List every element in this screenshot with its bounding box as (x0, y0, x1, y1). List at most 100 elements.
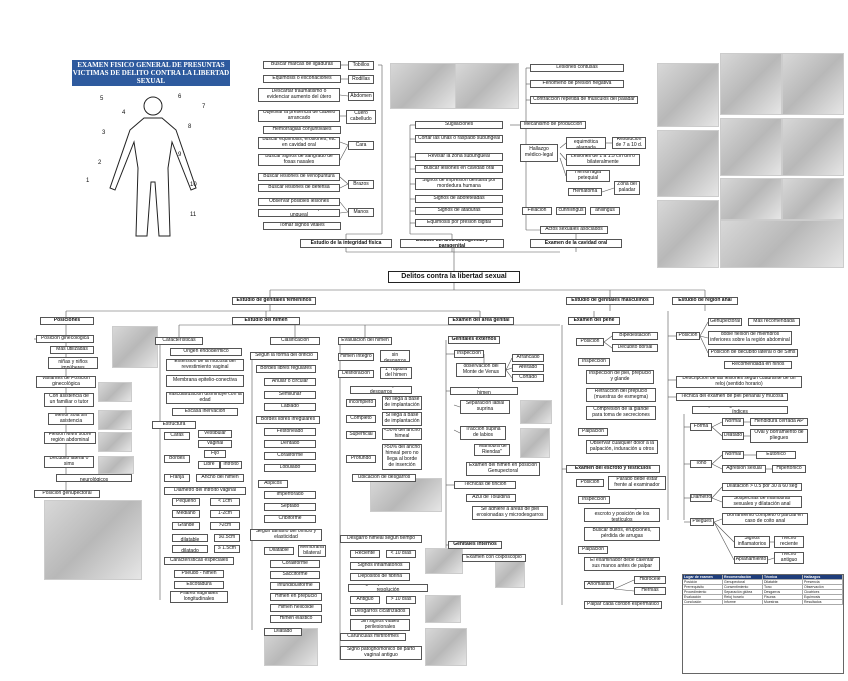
node-label: Tobillos (352, 61, 370, 68)
node-label: Posición de decúbito lateral o de Sims (710, 349, 796, 356)
body-number-label: 6 (178, 94, 182, 100)
diagram-node: Eutónico (756, 451, 796, 459)
diagram-node: Diámetro (690, 494, 712, 502)
photo-placeholder (98, 382, 132, 402)
node-label: Incompleto (348, 399, 374, 406)
node-label: Sin signos vitales perilesionales (360, 619, 400, 630)
table-cell: Separación glútea (723, 590, 763, 594)
diagram-node: Anomalías (584, 581, 614, 589)
table-cell: Conclusión (683, 600, 723, 604)
table-cell: Prerrequisito (683, 585, 723, 589)
node-label: Dilatación > 0.5 por 30 a 60 seg (726, 483, 798, 490)
node-label: Objetivar la presencia de cabello arranc… (262, 110, 336, 121)
diagram-node: Cortar las uñas o raspado subungeal (415, 135, 503, 143)
node-label: > 10 días (390, 596, 412, 603)
photo-placeholder (720, 118, 782, 176)
diagram-node: Franja (164, 474, 190, 482)
node-label: Se evidencia por desgarros (362, 386, 400, 394)
node-label: Dilatable (269, 547, 289, 554)
body-number-label: 8 (188, 124, 192, 130)
node-label: Himen elástico (279, 615, 313, 622)
node-label: Zona del paladar (617, 181, 637, 193)
node-label: Delitos contra la libertad sexual (401, 273, 507, 281)
node-label: Posiciones (53, 317, 81, 324)
diagram-node: Profundo (346, 455, 376, 463)
node-label: Con asistencia de un familiar o tutor (49, 393, 89, 405)
node-label: Genitales internos (453, 541, 497, 548)
diagram-node: Superficial (346, 431, 376, 439)
photo-placeholder (455, 63, 519, 109)
diagram-node: Retracción del prepucio (muestras de esm… (586, 388, 656, 402)
node-label: Sugilaciones (444, 121, 474, 128)
diagram-node: Posición genupectoral (34, 490, 100, 498)
diagram-node: Bipedestación (612, 332, 658, 340)
diagram-node: > 10 días (386, 596, 416, 604)
node-label: Genupectoral (709, 318, 741, 325)
node-label: Buscar lesiones de venopuntura (263, 173, 335, 180)
diagram-node: Contracción repetida de músculos del pal… (530, 96, 638, 104)
diagram-node: Libre (198, 461, 220, 469)
table-cell: Informe (723, 600, 763, 604)
node-label: Signos inflamatorios (737, 536, 767, 547)
diagram-node: Forma (690, 423, 712, 431)
node-label: Signos perilesionales en resolución (360, 584, 416, 592)
diagram-node: 1-2cm (210, 510, 240, 518)
diagram-node: anilingus (590, 207, 620, 215)
diagram-node: Festoneado (264, 428, 316, 436)
diagram-node: Ancho del himen (196, 474, 244, 482)
diagram-node: Pliegues (690, 518, 714, 526)
node-label: "Maniobra de Riendas" (477, 444, 507, 455)
diagram-node: Bordes libres regulares (256, 365, 316, 373)
node-label: Hallazgo médico-legal (524, 146, 554, 158)
diagram-node: infundibuliforme (270, 582, 320, 590)
node-label: Dentado (280, 440, 300, 447)
node-label: Ancho del himen (201, 474, 239, 481)
diagram-node: Equimosis por presión digital (415, 219, 503, 227)
diagram-node: Pilares vaginales longitudinales (170, 591, 228, 603)
diagram-node: Se evidencia por desgarros (350, 386, 412, 394)
diagram-node: Separación labial suprina (460, 400, 510, 414)
diagram-node: Semilunar (264, 391, 316, 399)
diagram-node: Estudio del himen (232, 317, 300, 325)
diagram-node: Himen helicoide (270, 604, 322, 612)
node-label: Cortar las uñas o raspado subungeal (418, 135, 500, 142)
node-label: Mecanismo de producción (523, 121, 583, 128)
node-label: Buscar lesiones en cavidad oral (423, 165, 495, 172)
node-label: Examen del pene (573, 317, 615, 324)
node-label: No llega a base de implantación (384, 396, 420, 408)
diagram-node: Hernias (634, 587, 666, 595)
node-label: Reciente (355, 550, 375, 557)
photo-placeholder (520, 428, 550, 458)
diagram-node: Técnicas para evaluar el himen (450, 387, 518, 395)
diagram-node: Posición ginecológica (36, 335, 94, 343)
diagram-node: Himen dilatable (172, 534, 208, 542)
diagram-node: Depósitos de fibrina (350, 573, 410, 581)
diagram-node: Cortado (512, 374, 544, 382)
node-label: Inspección (457, 350, 481, 357)
diagram-node: Inspección (454, 350, 484, 358)
node-label: Sospechas de maniobras sexuales y dilata… (733, 496, 791, 507)
connector (603, 341, 613, 349)
node-label: Pliegues (692, 518, 712, 525)
node-label: Forma (693, 423, 709, 430)
node-label: Inspección de piel, prepucio y glande (589, 370, 651, 382)
connector (339, 211, 349, 214)
diagram-node: doble flexión de miembros inferiores sob… (708, 331, 792, 345)
diagram-node: Resolución de 7 a 10 d. (612, 137, 646, 149)
node-label: Completo (350, 415, 372, 422)
diagram-node: "Maniobra de Riendas" (474, 444, 510, 456)
node-label: Bipedestación (619, 332, 651, 339)
node-label: Aplanamiento (735, 556, 767, 563)
diagram-node: Estudio de región anal (672, 297, 738, 305)
diagram-node: Estudio del área extragenital y parageni… (400, 239, 504, 248)
node-label: Mediano (176, 510, 196, 517)
diagram-node: Recomendada en niños (724, 361, 792, 369)
node-label: Diámetro del introito vaginal (174, 487, 236, 494)
diagram-node: Sacciforme (270, 571, 320, 579)
node-label: Caras (170, 432, 184, 439)
node-label: Posición ginecológica (40, 335, 90, 342)
photo-placeholder (98, 432, 132, 452)
table-cell: Cicatrices (803, 590, 843, 594)
node-label: Técnicas de tinción (463, 481, 507, 488)
node-label: Himen dilatable (180, 534, 200, 542)
